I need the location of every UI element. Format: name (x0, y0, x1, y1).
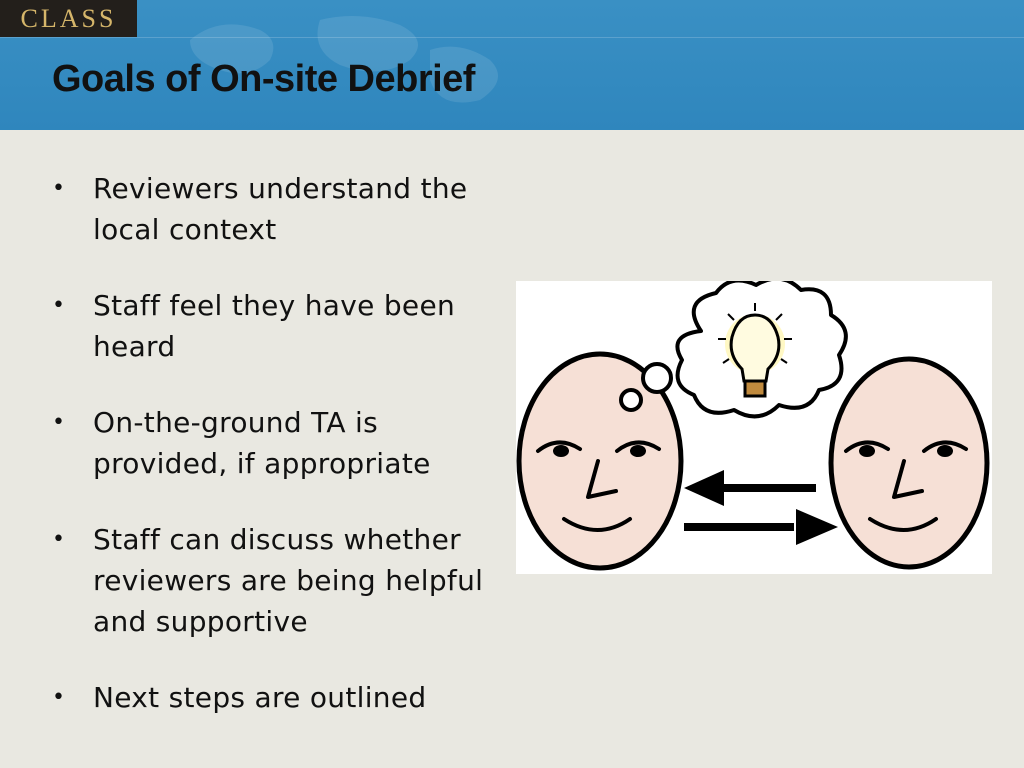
arrow-left-icon (684, 470, 816, 506)
two-faces-exchange-ideas-icon (516, 276, 990, 571)
arrow-right-icon (684, 509, 838, 545)
bullet-dot-icon: • (52, 527, 66, 552)
bullet-text: Reviewers understand the local context (93, 172, 468, 246)
bullet-item: • Staff feel they have been heard (52, 285, 502, 367)
bullet-item: • Next steps are outlined (52, 677, 502, 718)
illustration-panel (516, 276, 992, 574)
right-face-icon (828, 356, 990, 570)
bullet-dot-icon: • (52, 410, 66, 435)
bullet-text: Next steps are outlined (93, 681, 427, 714)
lightbulb-icon (718, 303, 792, 398)
left-face-icon (516, 351, 684, 571)
bullet-text: Staff can discuss whether reviewers are … (93, 523, 484, 638)
thought-dot-large-icon (641, 362, 673, 394)
world-map-watermark-icon (190, 16, 498, 103)
bullet-dot-icon: • (52, 685, 66, 710)
bullet-text: On-the-ground TA is provided, if appropr… (93, 406, 431, 480)
bullet-item: • On-the-ground TA is provided, if approp… (52, 402, 502, 484)
slide-header: CLASS Goals of On-site Debrief (0, 0, 1024, 130)
bullet-dot-icon: • (52, 176, 66, 201)
bullet-text: Staff feel they have been heard (93, 289, 456, 363)
bullet-item: • Staff can discuss whether reviewers are… (52, 519, 502, 642)
slide-title: Goals of On-site Debrief (52, 58, 475, 100)
thought-dot-small-icon (619, 388, 643, 412)
bullet-item: • Reviewers understand the local context (52, 168, 502, 250)
header-divider (0, 37, 1024, 38)
bullet-list: •Reviewers understand the local context … (52, 168, 502, 753)
class-logo: CLASS (0, 0, 137, 37)
bullet-dot-icon: • (52, 293, 66, 318)
